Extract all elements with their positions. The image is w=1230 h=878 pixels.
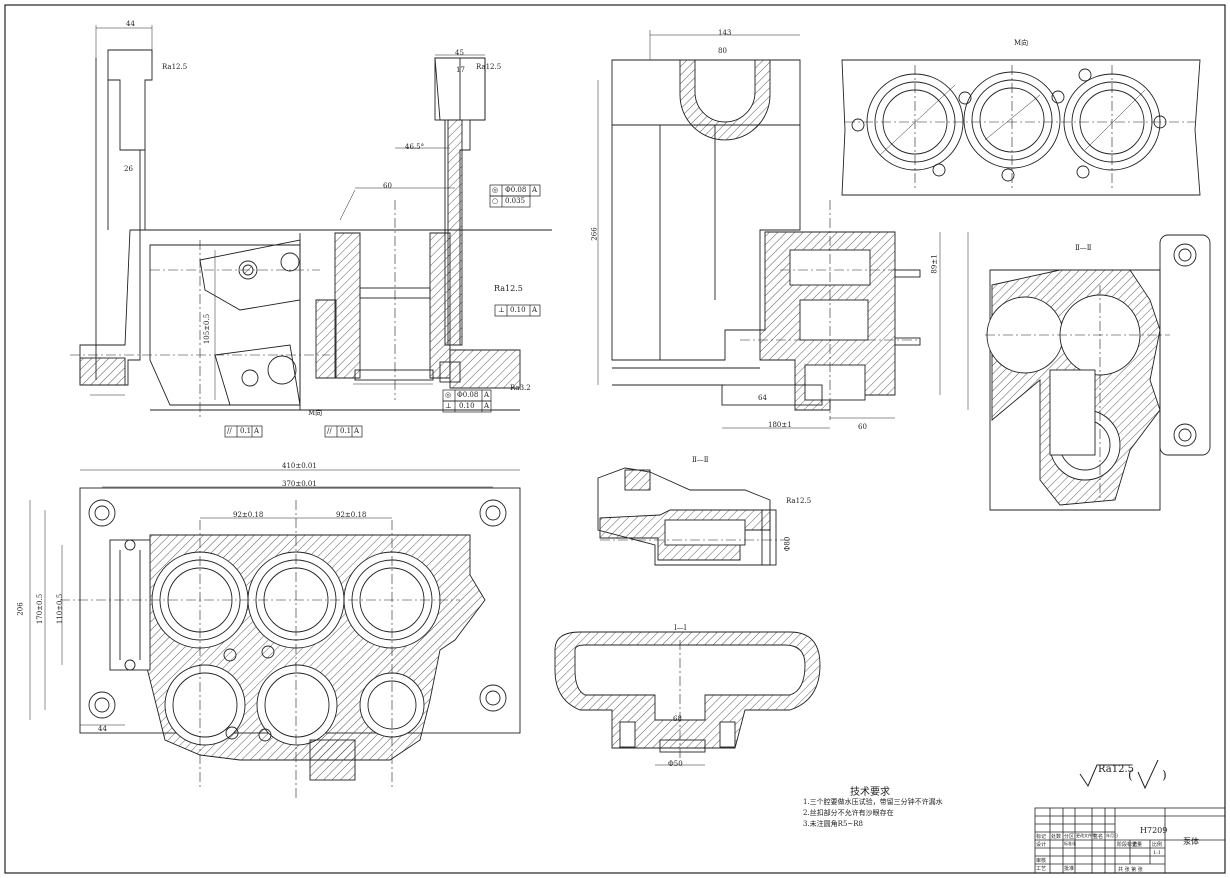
tb-mark: 标记 [1036, 834, 1047, 840]
gdt-5-value: 0.10 [459, 402, 475, 410]
dim-92-left: 92±0.18 [233, 511, 264, 519]
roughness-mark-3: Ra12.5 [494, 284, 523, 293]
m-direction-view [841, 59, 1201, 196]
dim-60-side: 60 [858, 423, 867, 431]
dim-89: 89±1 [930, 254, 939, 274]
dim-phi-50: Φ50 [668, 760, 683, 768]
gdt-4-symbol: ◎ [445, 391, 452, 399]
tb-weight: 重量 [1132, 842, 1143, 848]
tb-approve: 批准 [1064, 866, 1075, 872]
plan-view [29, 469, 521, 800]
dim-266: 266 [590, 227, 599, 241]
tech-requirement-2: 2.丝扣部分不允许有沙眼存在 [803, 809, 894, 817]
title-block [1034, 807, 1226, 874]
gdt-7-value: 0.1 [340, 427, 352, 435]
dim-phi-60: 60 [383, 182, 392, 190]
tb-zone: 分区 [1064, 834, 1075, 840]
gdt-1-value: Φ0.08 [505, 186, 527, 194]
tech-requirements-title: 技术要求 [850, 787, 890, 798]
roughness-paren-open: ( [1128, 768, 1133, 782]
tb-sheet: 共 张 第 张 [1118, 867, 1143, 873]
tb-scale-value: 1:1 [1153, 850, 1162, 856]
tb-std: 标准化 [1064, 841, 1076, 846]
dim-46-5: 46.5° [405, 143, 425, 151]
label-section-top: Ⅱ—Ⅱ [692, 456, 709, 464]
roughness-paren-close: ) [1162, 768, 1167, 782]
gdt-7-datum: A [354, 427, 360, 435]
sheet-border [4, 4, 1226, 874]
label-m-view: M向 [1014, 39, 1029, 47]
gdt-3-datum: A [532, 306, 538, 314]
gdt-6-symbol: // [227, 427, 232, 435]
roughness-mark-2: Ra12.5 [476, 63, 502, 71]
general-roughness-value: Ra12.5 [1098, 764, 1134, 775]
tb-process: 工艺 [1036, 866, 1047, 872]
dim-410: 410±0.01 [282, 462, 317, 470]
tb-scale: 比例 [1152, 842, 1163, 848]
section-right-view [985, 234, 1211, 511]
general-roughness-symbol [1079, 759, 1159, 790]
dim-80: 80 [718, 47, 727, 55]
gdt-4-value: Φ0.08 [457, 391, 479, 399]
dim-92-right: 92±0.18 [336, 511, 367, 519]
dim-110: 110±0.5 [56, 593, 65, 625]
dim-17: 17 [456, 66, 465, 74]
gdt-1-datum: A [532, 186, 538, 194]
dim-206: 206 [16, 602, 25, 616]
tech-requirement-3: 3.未注圆角R5~R8 [803, 820, 863, 828]
roughness-mark-4: Ra3.2 [510, 384, 531, 392]
tb-check: 审核 [1036, 858, 1047, 864]
tb-count: 处数 [1051, 834, 1062, 840]
gdt-3-symbol: ⊥ [498, 306, 505, 314]
tech-requirement-1: 1.三个腔要做水压试验，带留三分钟不许漏水 [803, 798, 943, 806]
dim-180: 180±1 [768, 421, 792, 429]
gdt-2-symbol: ○ [492, 197, 499, 205]
dim-143: 143 [718, 29, 732, 37]
tb-date: 年月日 [1106, 833, 1118, 838]
dim-44-top: 44 [126, 20, 135, 28]
roughness-mark-1: Ra12.5 [162, 63, 188, 71]
section-i-view [554, 631, 821, 766]
gdt-7-symbol: // [327, 427, 332, 435]
gdt-2-value: 0.035 [505, 197, 526, 205]
part-name: 泵体 [1183, 837, 1199, 846]
tb-sign: 签名 [1093, 834, 1104, 840]
gdt-1-symbol: ◎ [492, 186, 499, 194]
label-section-right: Ⅱ—Ⅱ [1075, 244, 1092, 252]
gdt-4-datum: A [484, 391, 490, 399]
dim-68: 68 [673, 715, 682, 723]
part-number: H7209 [1140, 826, 1168, 835]
dim-170: 170±0.5 [36, 593, 45, 625]
tb-change-doc: 更改文件号 [1076, 833, 1096, 838]
dim-phi-80: Φ80 [783, 536, 792, 552]
dim-44-bottom: 44 [98, 725, 107, 733]
section-iii-view [597, 467, 790, 566]
dim-64: 64 [758, 394, 767, 402]
tb-stage: 阶段标记 [1117, 842, 1138, 848]
front-section-view [70, 25, 552, 420]
side-section-view [597, 30, 969, 429]
dim-105: 105±0.5 [203, 313, 212, 345]
label-m-arrow: M向 [308, 409, 323, 417]
gdt-5-symbol: ⊥ [445, 402, 452, 410]
dim-45: 45 [455, 49, 464, 57]
dim-370: 370±0.01 [282, 480, 317, 488]
label-section-mid: Ⅰ—Ⅰ [674, 624, 687, 632]
tb-design: 设计 [1036, 842, 1047, 848]
gdt-6-value: 0.1 [240, 427, 252, 435]
gdt-5-datum: A [484, 402, 490, 410]
roughness-mark-5: Ra12.5 [786, 497, 812, 505]
gdt-frames [224, 184, 541, 438]
dim-26: 26 [124, 165, 133, 173]
gdt-6-datum: A [254, 427, 260, 435]
gdt-3-value: 0.10 [510, 306, 526, 314]
